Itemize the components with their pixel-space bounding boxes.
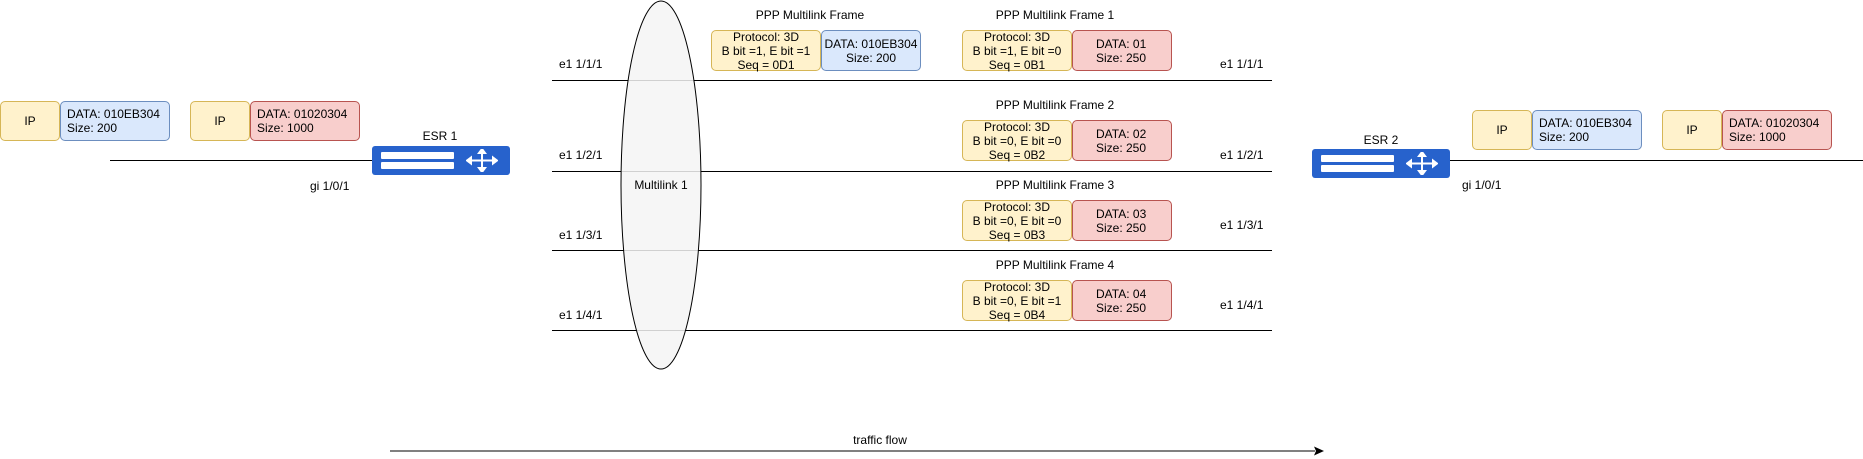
out-packet-1-ip-header: IP (1472, 110, 1532, 150)
link-4-left-label: e1 1/4/1 (559, 308, 603, 322)
traffic-flow-arrow-icon (390, 446, 1324, 456)
link-3-left-label: e1 1/3/1 (559, 228, 603, 242)
esr1-router-icon[interactable] (372, 146, 510, 175)
frame3-title: PPP Multilink Frame 3 (995, 178, 1115, 192)
e1-link-2 (552, 171, 1272, 172)
frame4-title: PPP Multilink Frame 4 (995, 258, 1115, 272)
esr2-label: ESR 2 (1363, 133, 1399, 147)
link-2-left-label: e1 1/2/1 (559, 148, 603, 162)
frame2-title: PPP Multilink Frame 2 (995, 98, 1115, 112)
router-arrows-icon (1406, 152, 1438, 175)
traffic-flow-label: traffic flow (853, 433, 907, 447)
esr1-label: ESR 1 (422, 129, 458, 143)
in-packet-1-ip-header: IP (0, 101, 60, 141)
link-2-right-label: e1 1/2/1 (1220, 148, 1264, 162)
link-1-left-label: e1 1/1/1 (559, 57, 603, 71)
out-packet-2-ip-header: IP (1662, 110, 1722, 150)
multilink-label: Multilink 1 (634, 178, 688, 192)
e1-link-4 (552, 330, 1272, 331)
router-arrows-icon (466, 149, 498, 172)
esr2-access-line (1450, 160, 1863, 161)
link-1-right-label: e1 1/1/1 (1220, 57, 1264, 71)
multilink-bundle-ellipse (620, 0, 702, 370)
link-4-right-label: e1 1/4/1 (1220, 298, 1264, 312)
esr1-access-line (110, 160, 372, 161)
esr1-port-label: gi 1/0/1 (310, 179, 350, 193)
e1-link-1 (552, 80, 1272, 81)
esr2-port-label: gi 1/0/1 (1462, 178, 1502, 192)
in-packet-2-ip-header: IP (190, 101, 250, 141)
esr2-router-icon[interactable] (1312, 149, 1450, 178)
link-3-right-label: e1 1/3/1 (1220, 218, 1264, 232)
frame1-title: PPP Multilink Frame 1 (995, 8, 1115, 22)
frame0-title: PPP Multilink Frame (755, 8, 865, 22)
e1-link-3 (552, 250, 1272, 251)
